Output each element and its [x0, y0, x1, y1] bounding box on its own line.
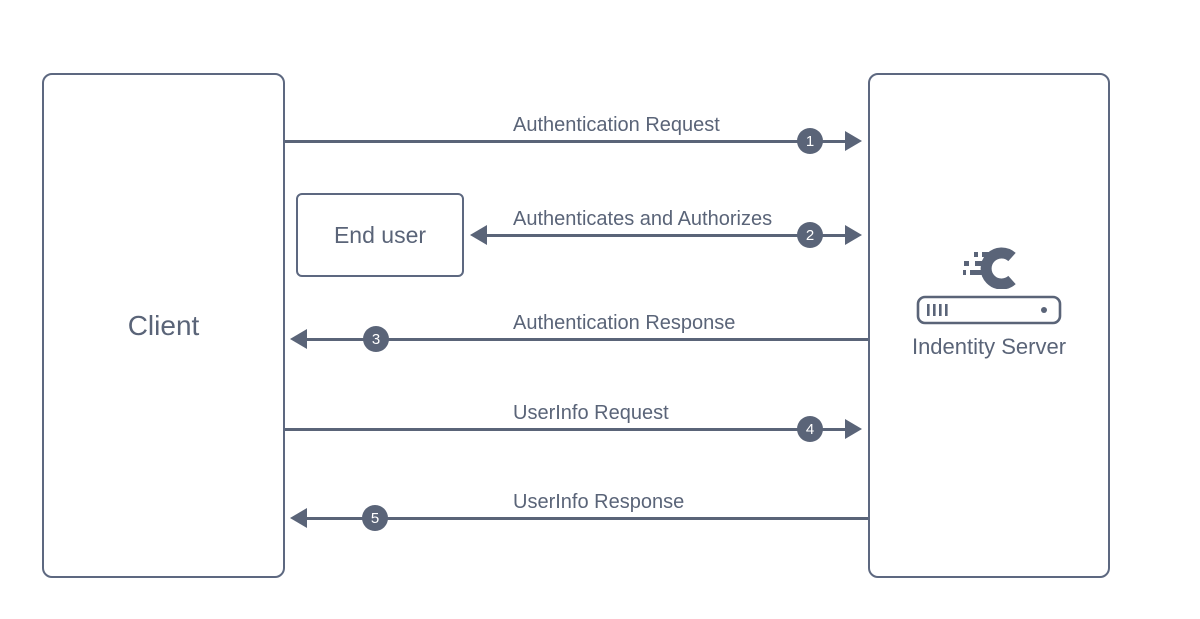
arrowhead-right-icon [845, 225, 862, 245]
flow-4-step-badge: 4 [797, 416, 823, 442]
arrowhead-right-icon [845, 131, 862, 151]
end-user-node: End user [296, 193, 464, 277]
flow-5-label: UserInfo Response [513, 491, 685, 513]
identityserver-logo-icon [963, 247, 1016, 289]
flow-3-step-badge: 3 [363, 326, 389, 352]
identity-server-label: Indentity Server [911, 334, 1067, 359]
flow-5-step-badge: 5 [362, 505, 388, 531]
arrowhead-left-icon [290, 329, 307, 349]
arrowhead-left-icon [470, 225, 487, 245]
arrowhead-right-icon [845, 419, 862, 439]
identity-server-node: Indentity Server [868, 73, 1110, 578]
flow-2-step-badge: 2 [797, 222, 823, 248]
flow-2-label: Authenticates and Authorizes [513, 208, 773, 230]
flow-1-step-badge: 1 [797, 128, 823, 154]
flow-4-label: UserInfo Request [513, 402, 669, 424]
identity-server-content: Indentity Server [870, 247, 1108, 360]
flow-3-label: Authentication Response [513, 312, 736, 334]
arrowhead-left-icon [290, 508, 307, 528]
server-rack-icon [916, 295, 1062, 325]
end-user-label: End user [333, 221, 427, 248]
client-node: Client [42, 73, 285, 578]
flow-3-line [307, 338, 868, 341]
flow-1-line [285, 140, 846, 143]
flow-5-line [307, 517, 868, 520]
flow-2-line [487, 234, 846, 237]
flow-4-line [285, 428, 846, 431]
flow-1-label: Authentication Request [513, 114, 720, 136]
client-label: Client [127, 309, 200, 341]
